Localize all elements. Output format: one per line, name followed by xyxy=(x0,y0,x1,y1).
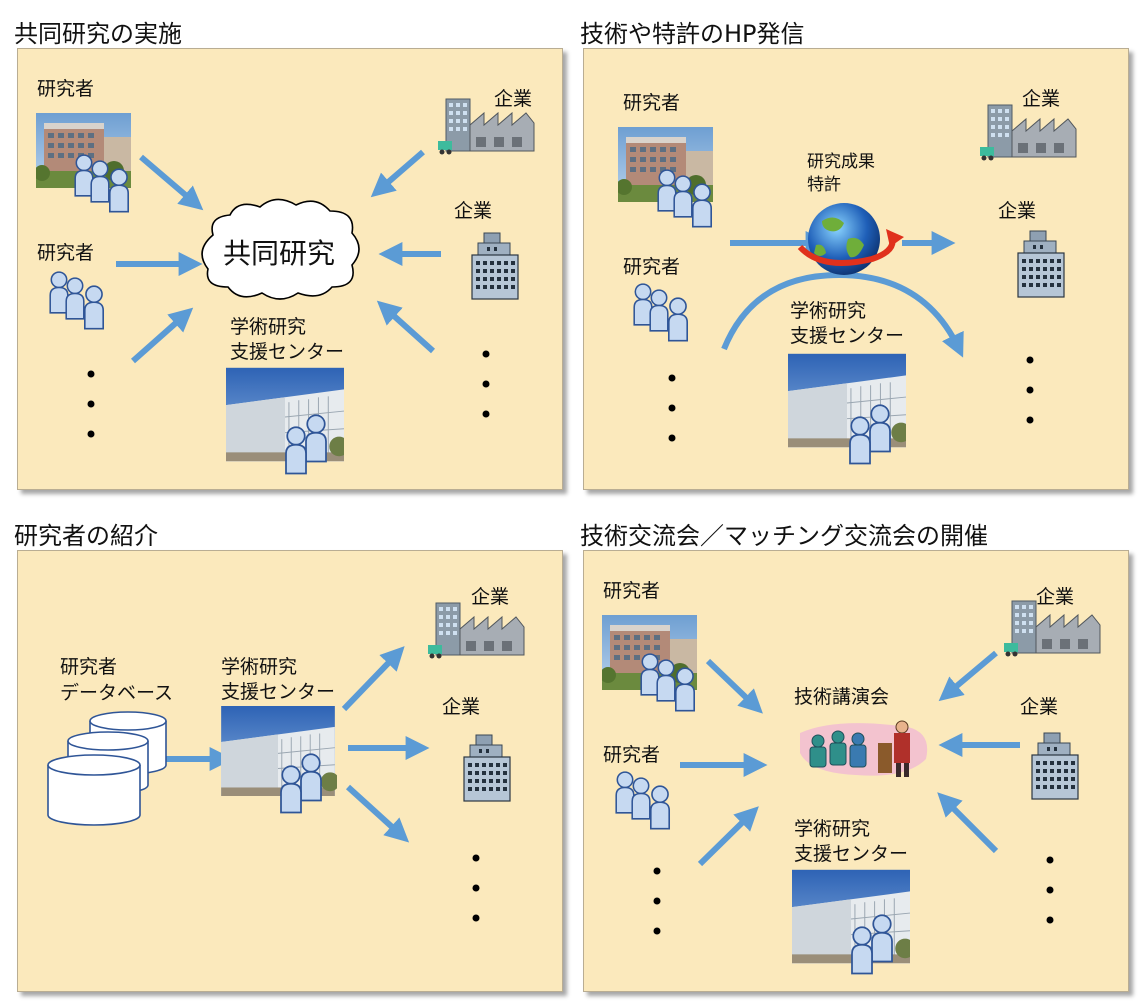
cloud-shape xyxy=(201,198,360,300)
center-label: 学術研究 xyxy=(790,300,867,322)
arrow-layer xyxy=(721,231,964,358)
people-icon xyxy=(48,271,110,331)
center-label: 支援センター xyxy=(794,843,909,865)
center-label: 学術研究 xyxy=(221,656,298,678)
company-label: 企業 xyxy=(998,200,1037,222)
arrow xyxy=(937,792,999,854)
ellipsis-dots xyxy=(86,369,96,439)
company-label: 企業 xyxy=(1022,88,1061,110)
people-icon xyxy=(847,404,897,468)
arrow xyxy=(131,307,194,364)
ellipsis-dots xyxy=(471,853,481,923)
people-icon xyxy=(849,914,899,978)
company-label: 企業 xyxy=(494,88,533,110)
database-icon xyxy=(47,711,167,826)
center-label: 学術研究 xyxy=(794,818,871,840)
panel-title: 共同研究の実施 xyxy=(14,20,182,48)
researcher-label: 研究者 xyxy=(603,580,661,602)
arrow-layer xyxy=(116,149,441,364)
ellipsis-dots xyxy=(1025,355,1035,425)
panel-title: 技術や特許のHP発信 xyxy=(580,20,805,48)
lecture-label: 技術講演会 xyxy=(794,686,890,708)
company-label: 企業 xyxy=(1020,696,1059,718)
people-icon xyxy=(73,154,135,214)
people-icon xyxy=(632,283,694,343)
center-label: 支援センター xyxy=(221,681,336,703)
office-building-icon xyxy=(470,231,520,301)
people-icon xyxy=(639,653,701,713)
arrow xyxy=(705,658,763,714)
company-label: 企業 xyxy=(442,696,481,718)
panel-exchange-meeting: 研究者 研究者 技術講演会 学術研究 支援センター 企業 企業 xyxy=(583,550,1129,992)
researcher-label: 研究者 xyxy=(37,242,95,264)
arrow xyxy=(370,149,425,198)
lecture-clipart xyxy=(800,720,928,777)
office-building-icon xyxy=(462,733,512,803)
researcher-label: 研究者 xyxy=(623,256,681,278)
arrow xyxy=(697,806,759,867)
arrow xyxy=(376,300,436,354)
panel-title: 研究者の紹介 xyxy=(14,522,158,550)
people-icon xyxy=(283,414,333,478)
ellipsis-dots xyxy=(1045,855,1055,925)
database-label: 研究者 xyxy=(60,656,118,678)
center-label: 支援センター xyxy=(790,325,905,347)
arrow xyxy=(345,784,410,843)
ellipsis-dots xyxy=(667,373,677,443)
results-label: 研究成果 xyxy=(807,152,875,172)
center-label: 学術研究 xyxy=(230,316,307,338)
company-label: 企業 xyxy=(454,200,493,222)
researcher-label: 研究者 xyxy=(603,744,661,766)
globe-icon xyxy=(797,203,904,275)
results-label: 特許 xyxy=(807,175,841,195)
company-label: 企業 xyxy=(471,586,510,608)
center-label: 支援センター xyxy=(230,341,345,363)
company-label: 企業 xyxy=(1036,586,1075,608)
panel-web-publishing: 研究者 研究者 研究成果 特許 学術研究 支援センター 企業 企業 xyxy=(583,48,1129,490)
arrow xyxy=(341,646,405,712)
arrow xyxy=(721,271,964,358)
people-icon xyxy=(656,169,718,229)
researcher-label: 研究者 xyxy=(37,78,95,100)
arrow-layer xyxy=(680,650,1020,867)
ellipsis-dots xyxy=(481,349,491,419)
arrow xyxy=(139,154,204,211)
people-icon xyxy=(278,753,328,817)
panel-joint-research: 研究者 研究者 共同研究 学術研究 支援センター 企業 企業 xyxy=(17,48,563,490)
cloud-text: 共同研究 xyxy=(223,237,336,270)
office-building-icon xyxy=(1030,731,1080,801)
ellipsis-dots xyxy=(652,866,662,936)
researcher-label: 研究者 xyxy=(623,92,681,114)
panel-researcher-introduction: 研究者 データベース 学術研究 支援センター 企業 企業 xyxy=(17,550,563,992)
panel-title: 技術交流会／マッチング交流会の開催 xyxy=(580,522,988,550)
office-building-icon xyxy=(1016,229,1066,299)
arrow xyxy=(938,650,998,702)
database-label: データベース xyxy=(60,682,174,704)
people-icon xyxy=(614,771,676,831)
